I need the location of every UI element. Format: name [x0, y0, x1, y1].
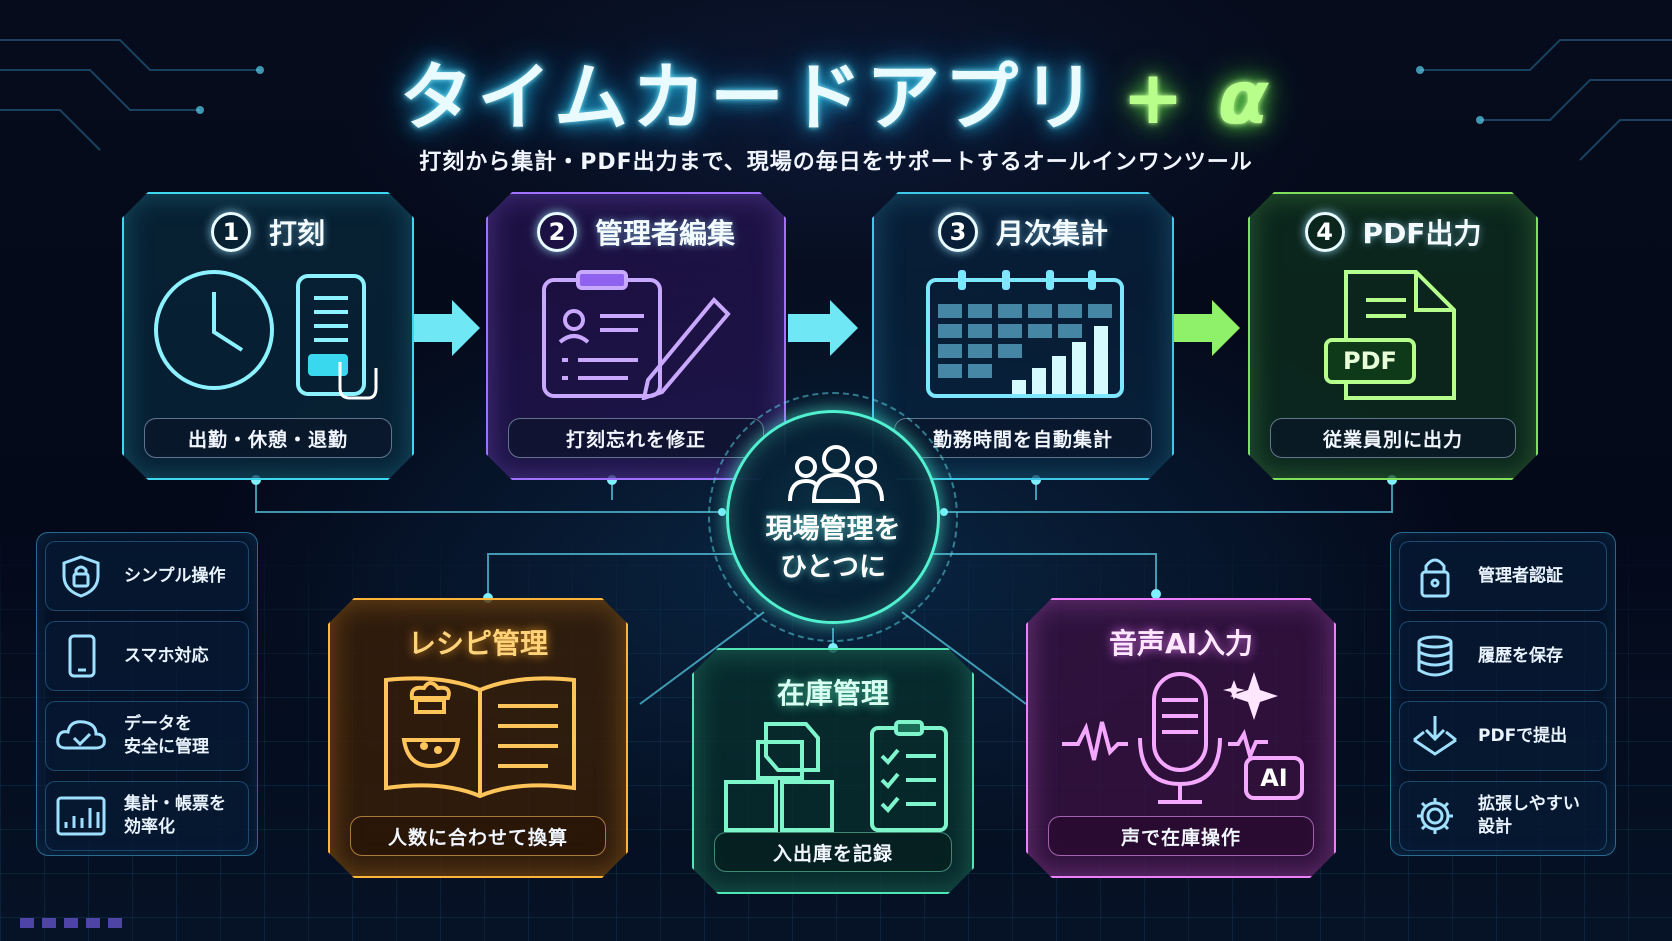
- step-head: 4 PDF出力: [1250, 212, 1536, 252]
- step-number: 3: [938, 212, 978, 252]
- step-card-1: 1 打刻 出勤・休憩・退勤: [122, 192, 414, 480]
- side-item-label: 履歴を保存: [1478, 645, 1563, 666]
- step-card-4: 4 PDF出力 PDF 従業員別に出力: [1248, 192, 1538, 480]
- side-item-label: PDFで提出: [1478, 725, 1568, 746]
- feature-title: 在庫管理: [776, 677, 889, 710]
- title-suffix: + α: [1121, 55, 1273, 141]
- step-number: 4: [1305, 212, 1345, 252]
- smartphone-icon: [68, 634, 96, 678]
- side-item: シンプル操作: [45, 541, 249, 611]
- side-item: 集計・帳票を 効率化: [45, 781, 249, 851]
- feature-card-recipe: レシピ管理 人数に合わせて換算: [328, 598, 628, 878]
- side-item-label: データを 安全に管理: [124, 714, 209, 757]
- side-item: 拡張しやすい 設計: [1399, 781, 1607, 851]
- database-icon: [1417, 635, 1453, 677]
- feature-title: レシピ管理: [407, 627, 548, 660]
- step-caption: 出勤・休憩・退勤: [144, 418, 392, 458]
- step-title: 打刻: [268, 217, 325, 250]
- step-title: PDF出力: [1362, 217, 1482, 250]
- clipboard-pencil-icon: [538, 270, 738, 400]
- left-feature-panel: シンプル操作 スマホ対応 データを 安全に管理 集計・帳票を 効率化: [36, 532, 258, 856]
- feature-caption: 声で在庫操作: [1048, 816, 1314, 856]
- people-group-icon: [788, 445, 884, 503]
- hub-center: 現場管理を ひとつに: [726, 410, 940, 624]
- side-item: スマホ対応: [45, 621, 249, 691]
- step-head: 1 打刻: [124, 212, 412, 252]
- feature-card-voice-ai: 音声AI入力 AI 声で在庫操作: [1026, 598, 1336, 878]
- boxes-checklist-icon: [722, 718, 952, 834]
- step-head: 2 管理者編集: [488, 212, 784, 252]
- shield-lock-icon: [62, 555, 100, 598]
- step-caption: 勤務時間を自動集計: [894, 418, 1152, 458]
- title-main: タイムカードアプリ: [399, 55, 1100, 141]
- download-tray-icon: [1413, 716, 1457, 756]
- step-head: 3 月次集計: [874, 212, 1172, 252]
- step-title: 管理者編集: [594, 217, 735, 250]
- page-subtitle: 打刻から集計・PDF出力まで、現場の毎日をサポートするオールインワンツール: [419, 150, 1253, 175]
- padlock-icon: [1420, 558, 1450, 598]
- step-card-2: 2 管理者編集 打刻忘れを修正: [486, 192, 786, 480]
- bar-chart-icon: [56, 796, 106, 836]
- step-caption: 従業員別に出力: [1270, 418, 1516, 458]
- page-title: タイムカードアプリ+ α: [0, 38, 1672, 145]
- side-item: 管理者認証: [1399, 541, 1607, 611]
- feature-caption: 入出庫を記録: [714, 832, 952, 872]
- hub-line-2: ひとつに: [779, 552, 887, 583]
- step-caption: 打刻忘れを修正: [508, 418, 764, 458]
- cloud-check-icon: [56, 720, 106, 750]
- hub-ring: [708, 392, 958, 642]
- side-item-label: スマホ対応: [124, 645, 209, 666]
- recipe-book-icon: [372, 670, 588, 800]
- pdf-document-icon: [1320, 266, 1470, 406]
- feature-card-inventory: 在庫管理 入出庫を記録: [692, 648, 974, 894]
- feature-caption: 人数に合わせて換算: [350, 816, 606, 856]
- ai-badge: AI: [1260, 764, 1288, 792]
- step-number: 2: [537, 212, 577, 252]
- step-number: 1: [211, 212, 251, 252]
- hub-label: 現場管理を ひとつに: [729, 511, 937, 587]
- side-item-label: 管理者認証: [1478, 565, 1563, 586]
- step-title: 月次集計: [995, 217, 1108, 250]
- side-item-label: 集計・帳票を 効率化: [124, 794, 226, 837]
- side-item-label: シンプル操作: [124, 565, 226, 586]
- side-item-label: 拡張しやすい 設計: [1478, 794, 1580, 837]
- calendar-chart-icon: [922, 268, 1128, 402]
- pdf-label: PDF: [1343, 347, 1397, 375]
- hub-line-1: 現場管理を: [765, 514, 901, 545]
- side-item: PDFで提出: [1399, 701, 1607, 771]
- side-item: 履歴を保存: [1399, 621, 1607, 691]
- side-item: データを 安全に管理: [45, 701, 249, 771]
- right-feature-panel: 管理者認証 履歴を保存 PDFで提出 拡張しやすい 設計: [1390, 532, 1616, 856]
- gear-icon: [1417, 798, 1453, 834]
- clock-and-phone-icon: [144, 270, 396, 400]
- microphone-ai-icon: [1058, 666, 1308, 806]
- feature-title: 音声AI入力: [1108, 627, 1254, 660]
